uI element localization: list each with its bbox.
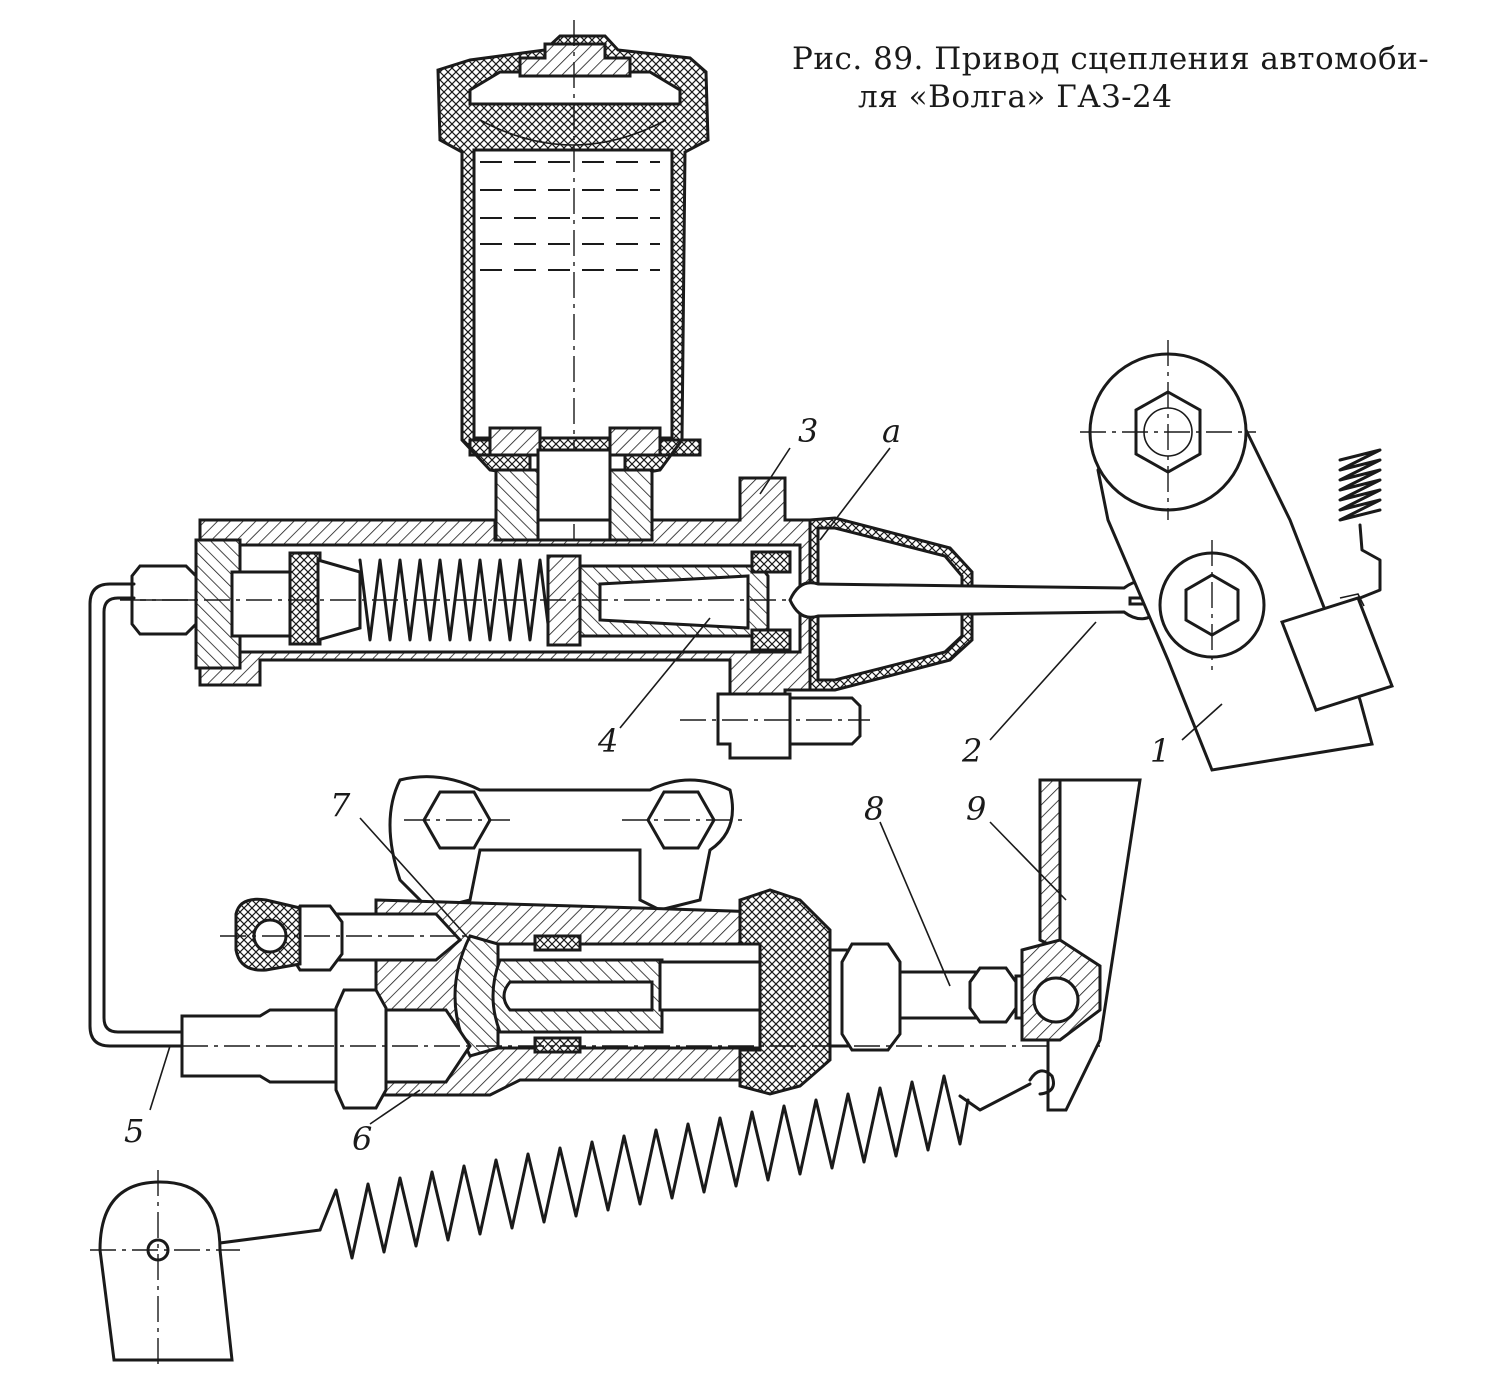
callout-8: 8 — [864, 790, 884, 828]
caption-line-1: Рис. 89. Привод сцепления автомоби- — [792, 41, 1430, 77]
release-fork — [1020, 778, 1142, 1112]
hydraulic-line — [88, 582, 184, 1048]
spring-anchor — [90, 1170, 240, 1370]
callout-4: 4 — [597, 722, 618, 760]
callout-9: 9 — [966, 790, 986, 828]
callout-6: 6 — [352, 1120, 372, 1158]
callout-2: 2 — [961, 732, 982, 770]
caption-line-2: ля «Волга» ГАЗ-24 — [858, 79, 1173, 115]
callout-3: 3 — [798, 412, 818, 450]
push-rod — [788, 579, 1170, 621]
pedal-return-spring — [1280, 448, 1394, 712]
figure-caption: Рис. 89. Привод сцепления автомоби- ля «… — [792, 40, 1452, 116]
slave-cylinder — [140, 775, 1100, 1110]
leader-lines — [149, 447, 1223, 1125]
master-cylinder — [120, 476, 1262, 760]
callout-1: 1 — [1150, 732, 1170, 770]
callout-7: 7 — [330, 786, 351, 824]
callout-a: a — [882, 412, 901, 450]
fluid-reservoir — [436, 20, 710, 550]
fork-return-spring — [164, 1074, 1032, 1260]
callout-5: 5 — [124, 1112, 144, 1150]
return-spring — [358, 558, 552, 642]
